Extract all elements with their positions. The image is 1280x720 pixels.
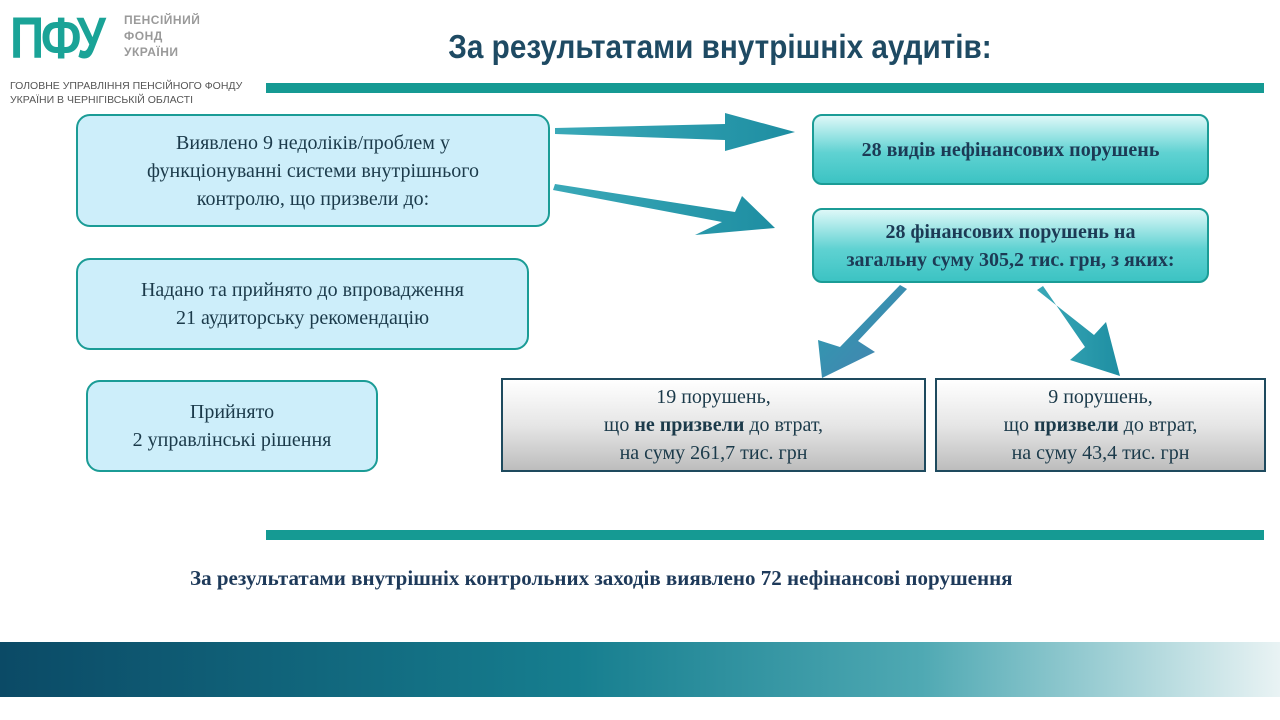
arrow-to-no-losses (818, 285, 907, 378)
decisions-line-1: Прийнято (189, 401, 275, 423)
no-losses-emphasis: не призвели (634, 414, 745, 436)
organization-name: ГОЛОВНЕ УПРАВЛІННЯ ПЕНСІЙНОГО ФОНДУ УКРА… (10, 79, 242, 107)
findings-box: Виявлено 9 недоліків/проблем у функціону… (76, 114, 550, 227)
non-financial-label: 28 видів нефінансових порушень (861, 138, 1160, 161)
no-losses-prefix: що (603, 414, 635, 436)
findings-line-2: функціонуванні системи внутрішнього (147, 159, 479, 182)
losses-emphasis: призвели (1034, 414, 1119, 436)
no-losses-line-3: на суму 261,7 тис. грн (619, 442, 808, 464)
findings-line-3: контролю, що призвели до: (196, 187, 430, 210)
non-financial-violations-box: 28 видів нефінансових порушень (812, 114, 1209, 185)
logo-abbr: ПФУ (10, 6, 106, 71)
recommendations-box: Надано та прийнято до впровадження 21 ау… (76, 258, 529, 350)
footer-band (0, 642, 1280, 697)
losses-line-3: на суму 43,4 тис. грн (1011, 442, 1190, 464)
findings-line-1: Виявлено 9 недоліків/проблем у (176, 131, 450, 154)
bottom-divider (266, 530, 1264, 540)
no-losses-line-2: що не призвели до втрат, (604, 411, 823, 439)
no-losses-suffix: до втрат, (744, 414, 824, 436)
losses-suffix: до втрат, (1118, 414, 1198, 436)
recommendations-line-1: Надано та прийнято до впровадження (140, 279, 465, 301)
losses-line-2: що призвели до втрат, (1004, 411, 1198, 439)
logo-word-3: УКРАЇНИ (124, 45, 179, 59)
no-losses-box: 19 порушень, що не призвели до втрат, на… (501, 378, 926, 472)
financial-line-2: загальну суму 305,2 тис. грн, з яких: (846, 248, 1175, 271)
logo-word-1: ПЕНСІЙНИЙ (124, 13, 201, 27)
decisions-box: Прийнято 2 управлінські рішення (86, 380, 378, 472)
page-title: За результатами внутрішніх аудитів: (448, 28, 992, 65)
recommendations-line-2: 21 аудиторську рекомендацію (175, 307, 430, 329)
arrow-to-financial (553, 184, 775, 235)
logo-words: ПЕНСІЙНИЙ ФОНД УКРАЇНИ (124, 12, 200, 60)
org-line-2: УКРАЇНИ В ЧЕРНІГІВСЬКІЙ ОБЛАСТІ (10, 94, 193, 106)
arrow-to-losses (1037, 286, 1120, 376)
financial-violations-box: 28 фінансових порушень на загальну суму … (812, 208, 1209, 283)
summary-note: За результатами внутрішніх контрольних з… (190, 566, 1013, 590)
arrow-to-non-financial (555, 113, 795, 151)
no-losses-line-1: 19 порушень, (656, 386, 771, 408)
decisions-line-2: 2 управлінські рішення (132, 429, 332, 451)
losses-prefix: що (1003, 414, 1035, 436)
org-line-1: ГОЛОВНЕ УПРАВЛІННЯ ПЕНСІЙНОГО ФОНДУ (10, 80, 243, 92)
logo-word-2: ФОНД (124, 29, 163, 43)
financial-line-1: 28 фінансових порушень на (885, 220, 1136, 243)
top-divider (266, 83, 1264, 93)
losses-line-1: 9 порушень, (1048, 386, 1153, 408)
losses-box: 9 порушень, що призвели до втрат, на сум… (935, 378, 1266, 472)
